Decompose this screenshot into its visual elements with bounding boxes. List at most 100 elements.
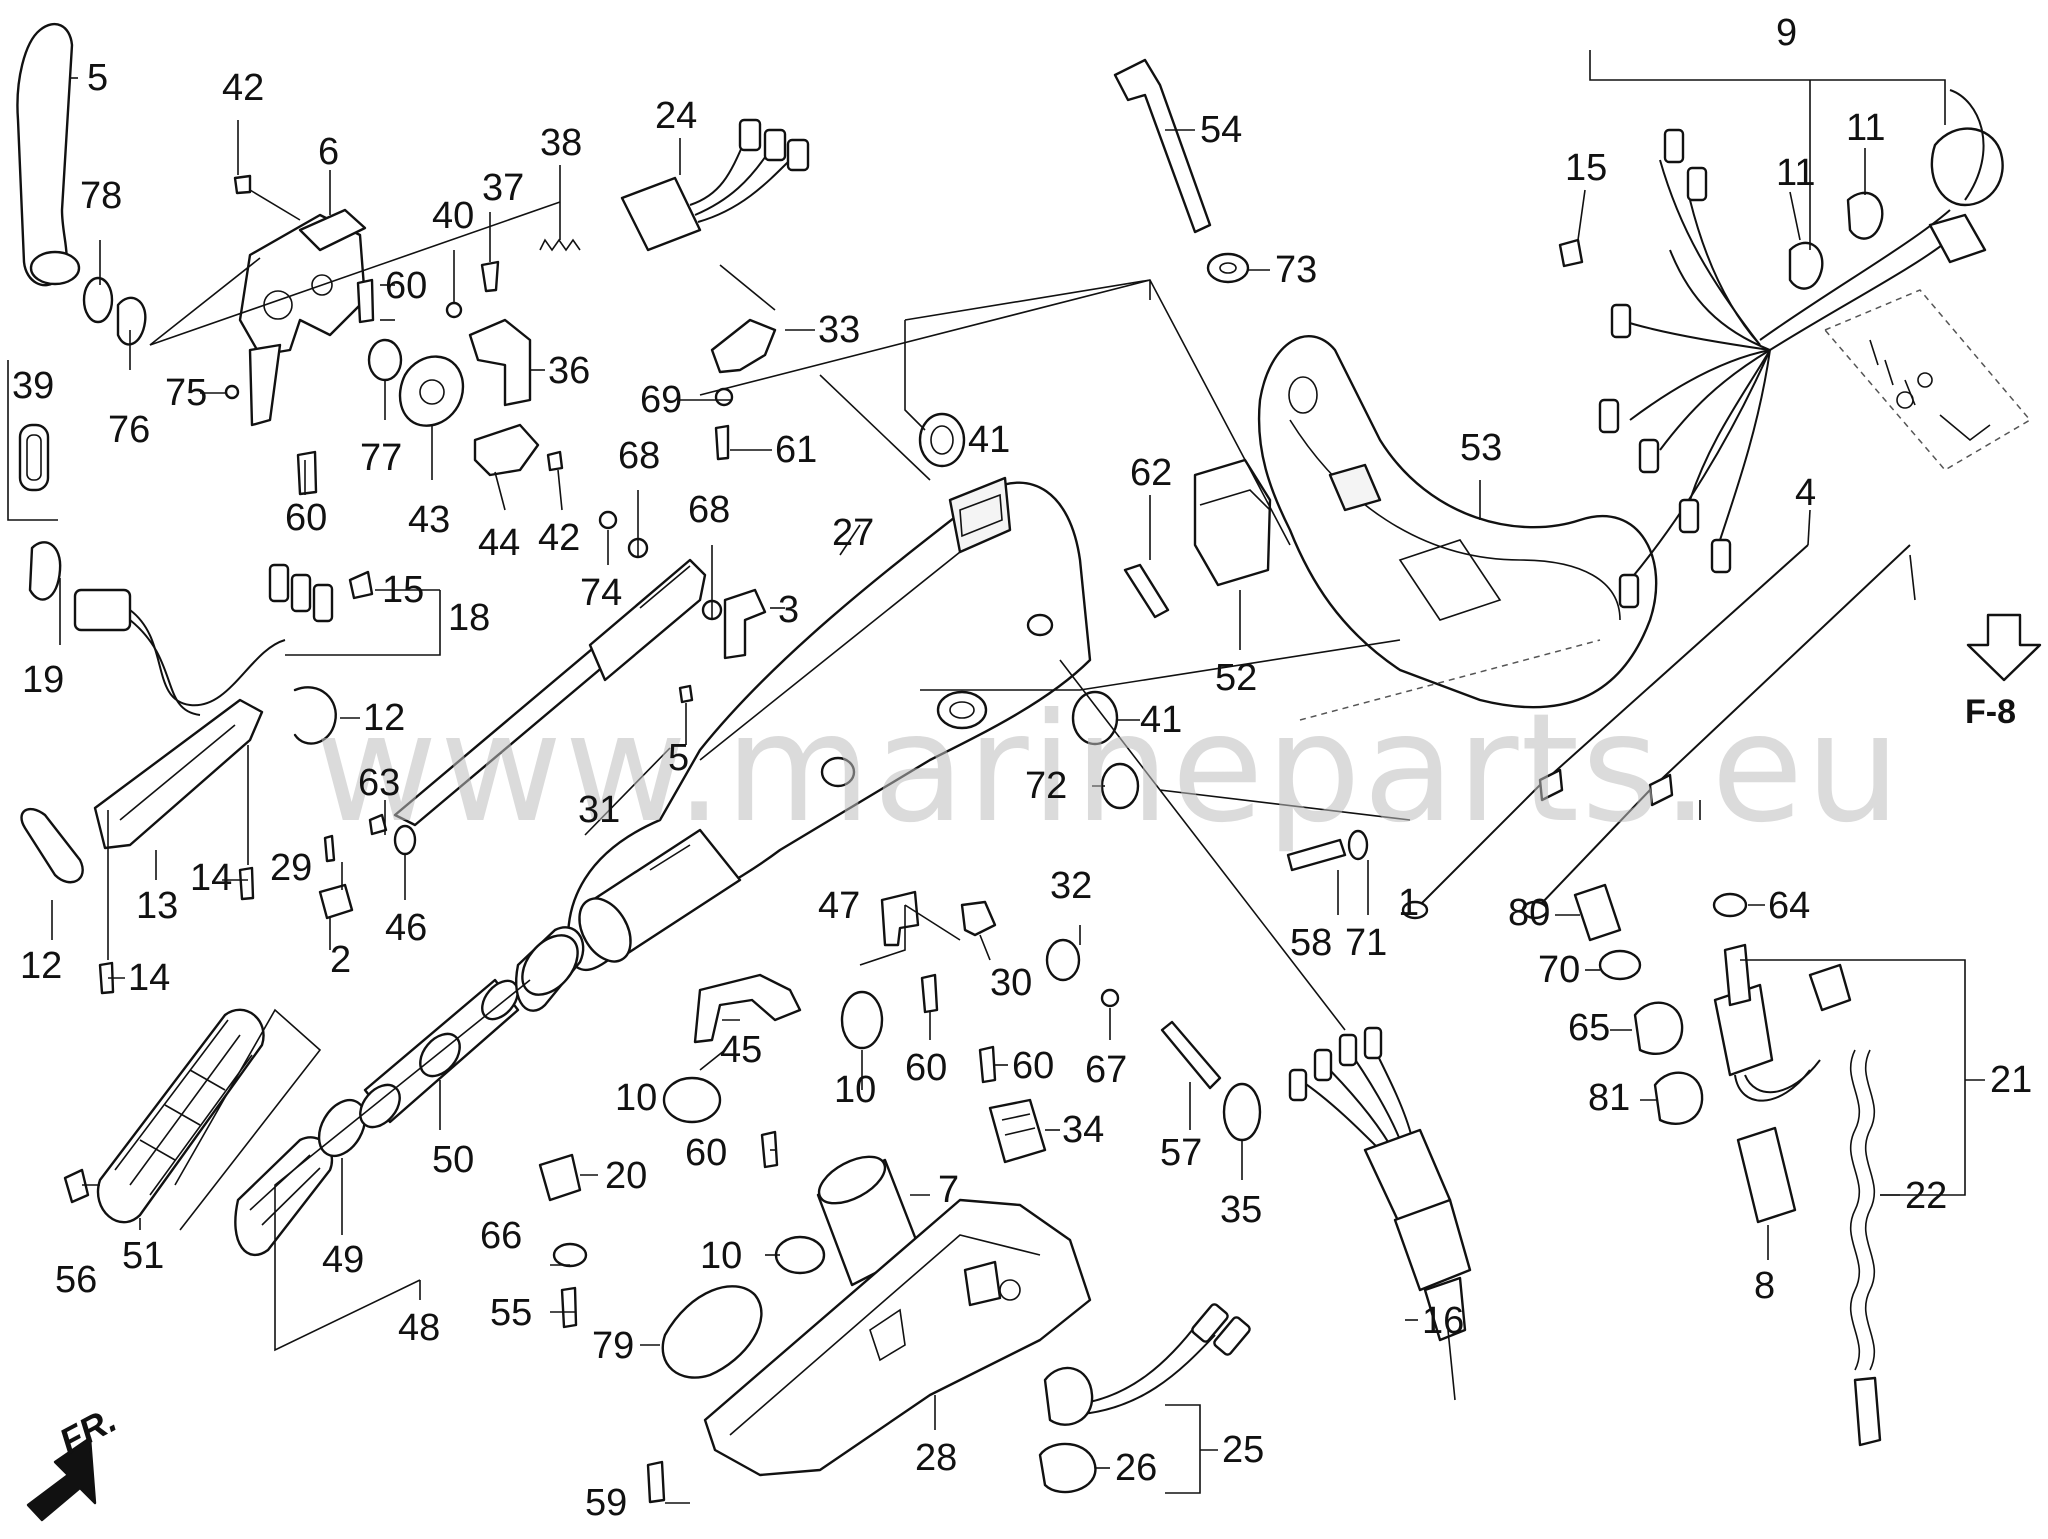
callout-62: 62 [1130,452,1172,494]
callout-2: 2 [330,939,351,981]
part-62-bolt [1123,563,1170,619]
callout-65: 65 [1568,1007,1610,1049]
callout-18: 18 [448,597,490,639]
part-33-clamp [710,318,777,374]
part-21-stop-switch [1713,943,1852,1102]
callout-59: 59 [585,1482,627,1524]
part-60d-bolt [978,1045,997,1084]
part-67-washer [1100,988,1120,1008]
callout-52: 52 [1215,657,1257,699]
callout-71: 71 [1345,922,1387,964]
callout-60d: 60 [1012,1045,1054,1087]
callout-56: 56 [55,1259,97,1301]
part-15b-grommet [1558,238,1584,268]
callout-76: 76 [108,409,150,451]
part-61-screw [714,424,730,461]
page-reference-label: F-8 [1965,693,2016,731]
part-53-lower-arm [1257,335,1658,709]
callout-77: 77 [360,437,402,479]
callout-48: 48 [398,1307,440,1349]
part-19-grommet [28,541,62,601]
callout-15b: 15 [1565,147,1607,189]
part-34-clip [988,1098,1047,1164]
part-35-oring [1222,1082,1262,1142]
part-76-clip [116,296,147,346]
callout-58: 58 [1290,922,1332,964]
callout-34: 34 [1062,1109,1104,1151]
part-64-nut [1712,892,1748,918]
callout-78: 78 [80,175,122,217]
callout-20: 20 [605,1155,647,1197]
part-59-screw [646,1460,666,1504]
callout-28: 28 [915,1437,957,1479]
callout-40: 40 [432,195,474,237]
part-3-bracket [723,588,767,660]
part-5-small-pin [678,684,694,704]
callout-41b: 41 [1140,699,1182,741]
callout-68: 68 [618,435,660,477]
callout-10b: 10 [834,1069,876,1111]
callout-16: 16 [1422,1300,1464,1342]
callout-47: 47 [818,885,860,927]
callout-50: 50 [432,1139,474,1181]
callout-80: 80 [1508,892,1550,934]
front-marker-label: FR. [53,1399,123,1462]
part-52-block [1193,458,1272,587]
callout-43: 43 [408,499,450,541]
part-39-seal [7,360,58,521]
watermark-text: www.marineparts.eu [315,682,1903,856]
part-26-plug [1038,1366,1097,1494]
part-25-cable [1069,1303,1251,1416]
part-14b-screw [98,961,115,995]
callout-75: 75 [165,372,207,414]
callout-64: 64 [1768,885,1810,927]
hardware-kit-box [1823,289,2032,471]
front-arrow-icon [26,1436,97,1522]
callout-15: 15 [382,569,424,611]
callout-60c: 60 [905,1047,947,1089]
callout-4: 4 [1795,472,1816,514]
callout-7: 7 [938,1169,959,1211]
part-47-bracket [880,890,920,947]
part-32-bushing [1045,938,1081,982]
part-6-throttle-housing [238,208,367,427]
part-16-switch [1288,1026,1472,1401]
part-2-collar [318,883,354,920]
part-12b-clip [20,807,84,884]
part-78-ring [82,276,114,324]
callout-63: 63 [358,762,400,804]
callout-57: 57 [1160,1132,1202,1174]
part-4-cable [1401,544,1809,920]
ref-arrow-icon [1966,613,2042,682]
part-10-clamp [662,1076,722,1124]
part-66-nut [552,1242,588,1268]
callout-61: 61 [775,429,817,471]
part-36-bracket [468,318,532,407]
part-41b-bushing [1071,690,1119,746]
callout-60b: 60 [285,497,327,539]
part-31-shaft [393,558,707,827]
callout-41: 41 [968,419,1010,461]
callout-73: 73 [1275,249,1317,291]
part-42-screw [233,174,252,195]
callout-60: 60 [385,265,427,307]
part-14-screw [238,866,255,901]
callout-53: 53 [1460,427,1502,469]
part-60c-bolt [920,973,939,1014]
part-11-clamp [1788,241,1824,290]
callout-26: 26 [1115,1447,1157,1489]
part-29-pin [323,834,336,863]
part-43-knob [398,355,465,427]
part-60e-bolt [760,1130,779,1169]
part-15-cap [348,570,374,600]
callout-38: 38 [540,122,582,164]
part-49-grip-inner [234,1136,333,1257]
callout-1: 1 [1398,882,1419,924]
callout-51: 51 [122,1235,164,1277]
callout-11b: 11 [1846,107,1885,149]
callout-21: 21 [1990,1059,2032,1101]
callout-5: 5 [87,57,108,99]
callout-70: 70 [1538,949,1580,991]
callout-33: 33 [818,309,860,351]
